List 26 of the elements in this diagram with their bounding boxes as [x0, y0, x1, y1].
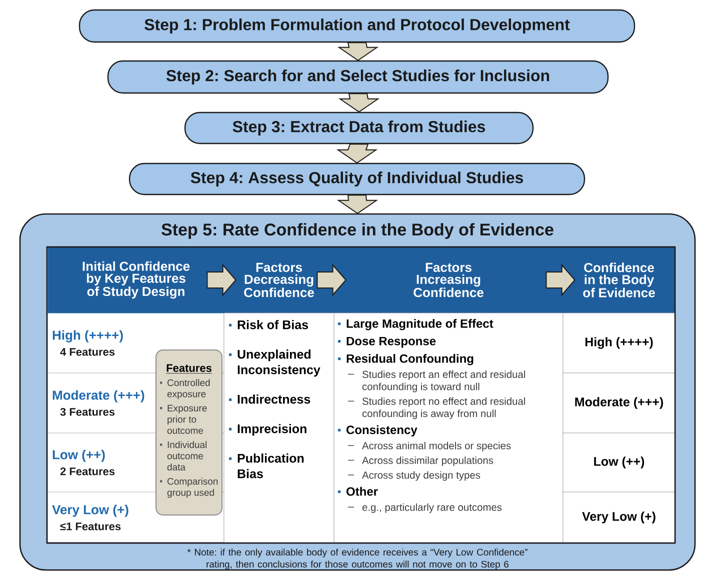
factor-list: Risk of Bias Unexplained Inconsistency Indirectness Imprecision Publication Bias [224, 312, 334, 544]
panel-heading: Step 5: Rate Confidence in the Body of Evidence [162, 223, 554, 239]
confidence-cell: Moderate (+++) [562, 372, 676, 434]
confidence-cell: Moderate (+++) 3 Features [52, 390, 144, 416]
column-header: Initial Confidence by Key Features of Study Design [48, 246, 224, 314]
confidence-cell: Low (++) [562, 432, 676, 492]
column-header: Factors Decreasing Confidence [224, 246, 334, 314]
confidence-cell: Very Low (+) [562, 492, 676, 544]
step-box: Step 4: Assess Quality of Individual Studies [128, 162, 586, 196]
block-arrow [206, 264, 236, 296]
block-arrow [546, 264, 576, 296]
block-arrow [337, 42, 379, 62]
step-box: Step 2: Search for and Select Studies for Inclusion [107, 60, 609, 94]
features-box: Features Controlled exposure Exposure prior to outcome Individual outcome data Comparison group used [156, 350, 222, 516]
confidence-cell: Very Low (+) ≤1 Features [52, 504, 128, 530]
footnote: * Note: if the only available body of evidence receives a “Very Low Confidence” rating, then conclusions for those outcomes will not move on to Step 6 [187, 548, 528, 570]
confidence-cell: Low (++) 2 Features [52, 450, 115, 476]
confidence-cell: High (++++) 4 Features [52, 330, 123, 356]
block-arrow [336, 194, 378, 214]
block-arrow [316, 264, 346, 296]
step-box: Step 3: Extract Data from Studies [184, 112, 534, 144]
step-box: Step 1: Problem Formulation and Protocol Development [78, 9, 636, 43]
block-arrow [336, 144, 378, 164]
confidence-cell: High (++++) [562, 312, 676, 374]
block-arrow [338, 93, 380, 113]
column-header: Confidence in the Body of Evidence [562, 246, 676, 314]
